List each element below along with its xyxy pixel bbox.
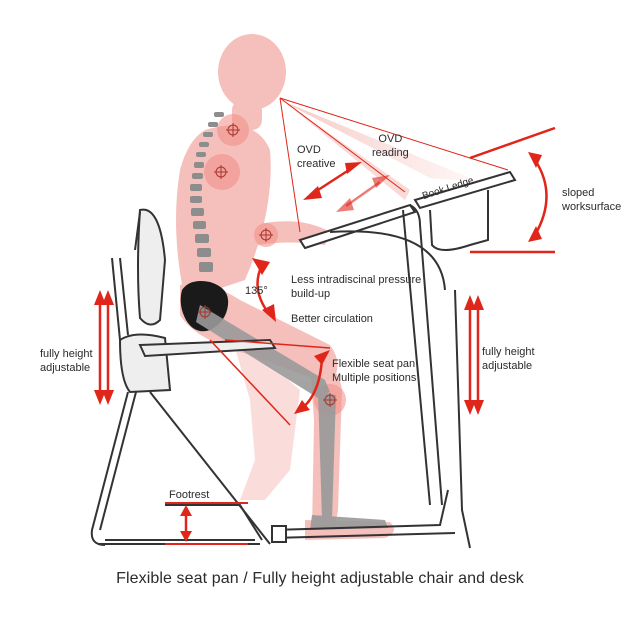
desk-height-label: fully height adjustable — [482, 346, 535, 372]
pressure-label: Less intradiscinal pressure build-up — [291, 274, 422, 300]
gaze-beams — [279, 97, 509, 233]
ovd-creative-label: OVD creative — [297, 144, 336, 170]
desk — [271, 170, 517, 549]
ovd-reading-label: OVD reading — [372, 133, 409, 159]
circulation-label: Better circulation — [291, 313, 373, 325]
head — [218, 34, 286, 110]
joint-markers — [198, 123, 337, 407]
seat-pan-label: Flexible seat pan Multiple positions — [332, 358, 417, 384]
spine — [190, 112, 224, 272]
sloped-worksurface-label: sloped worksurface — [562, 187, 622, 213]
chair-height-label: fully height adjustable — [40, 348, 93, 374]
angle-label: 135° — [245, 285, 268, 297]
annotations — [94, 126, 556, 545]
figure-caption: Flexible seat pan / Fully height adjusta… — [116, 570, 524, 587]
footrest-label: Footrest — [169, 489, 210, 501]
